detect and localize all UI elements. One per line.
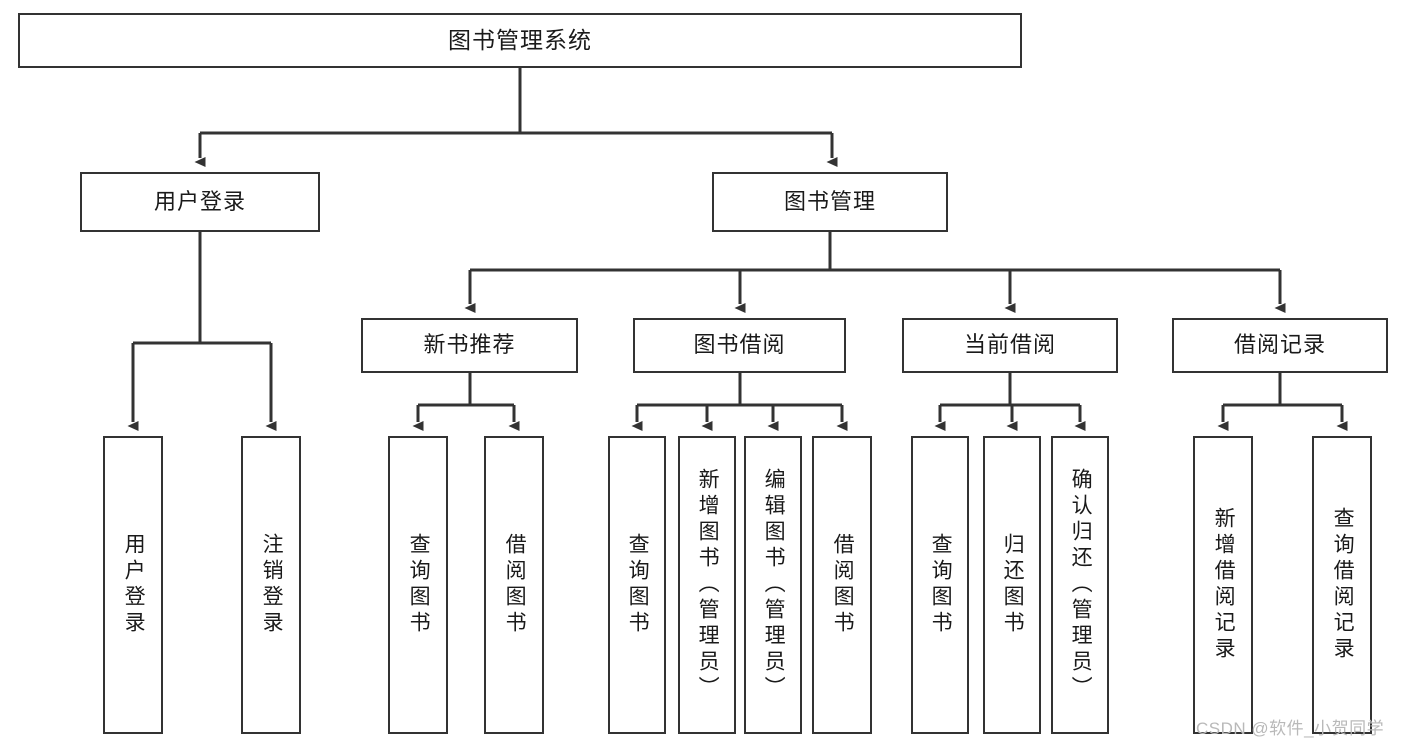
node-leaf-query-borrow-record[interactable]: 查询借阅记录 — [1312, 436, 1372, 734]
node-borrow-record[interactable]: 借阅记录 — [1172, 318, 1388, 373]
node-leaf-return-book[interactable]: 归还图书 — [983, 436, 1041, 734]
node-label: 编辑图书（管理员） — [762, 468, 786, 702]
node-root[interactable]: 图书管理系统 — [18, 13, 1022, 68]
node-label: 图书借阅 — [693, 332, 786, 358]
node-book-borrow[interactable]: 图书借阅 — [633, 318, 846, 373]
node-leaf-borrow-book-1[interactable]: 借阅图书 — [484, 436, 544, 734]
node-label: 图书管理系统 — [448, 26, 592, 53]
node-label: 新增借阅记录 — [1212, 507, 1236, 663]
node-leaf-borrow-book-2[interactable]: 借阅图书 — [812, 436, 872, 734]
node-label: 新增图书（管理员） — [696, 468, 720, 702]
node-new-book-recommend[interactable]: 新书推荐 — [361, 318, 578, 373]
node-label: 归还图书 — [1001, 533, 1025, 637]
node-label: 查询图书 — [929, 533, 953, 637]
node-label: 用户登录 — [153, 188, 246, 214]
node-user-login[interactable]: 用户登录 — [80, 172, 320, 232]
node-book-manage[interactable]: 图书管理 — [712, 172, 948, 232]
node-label: 借阅图书 — [831, 533, 855, 637]
node-label: 图书管理 — [783, 188, 876, 214]
node-leaf-add-book-admin[interactable]: 新增图书（管理员） — [678, 436, 736, 734]
node-label: 新书推荐 — [423, 332, 516, 358]
node-leaf-user-logout[interactable]: 注销登录 — [241, 436, 301, 734]
node-label: 查询图书 — [626, 533, 650, 637]
node-leaf-edit-book-admin[interactable]: 编辑图书（管理员） — [744, 436, 802, 734]
node-label: 当前借阅 — [963, 332, 1056, 358]
node-leaf-query-book-3[interactable]: 查询图书 — [911, 436, 969, 734]
node-leaf-query-book-1[interactable]: 查询图书 — [388, 436, 448, 734]
node-label: 借阅记录 — [1233, 332, 1326, 358]
node-leaf-add-borrow-record[interactable]: 新增借阅记录 — [1193, 436, 1253, 734]
node-label: 用户登录 — [122, 533, 146, 637]
node-leaf-user-login[interactable]: 用户登录 — [103, 436, 163, 734]
node-current-borrow[interactable]: 当前借阅 — [902, 318, 1118, 373]
node-leaf-query-book-2[interactable]: 查询图书 — [608, 436, 666, 734]
watermark-text: CSDN @软件_小贺同学 — [1196, 719, 1385, 738]
node-label: 注销登录 — [260, 533, 284, 637]
node-leaf-confirm-return-admin[interactable]: 确认归还（管理员） — [1051, 436, 1109, 734]
node-label: 查询图书 — [407, 533, 431, 637]
node-label: 确认归还（管理员） — [1069, 468, 1093, 702]
node-label: 借阅图书 — [503, 533, 527, 637]
node-label: 查询借阅记录 — [1331, 507, 1355, 663]
